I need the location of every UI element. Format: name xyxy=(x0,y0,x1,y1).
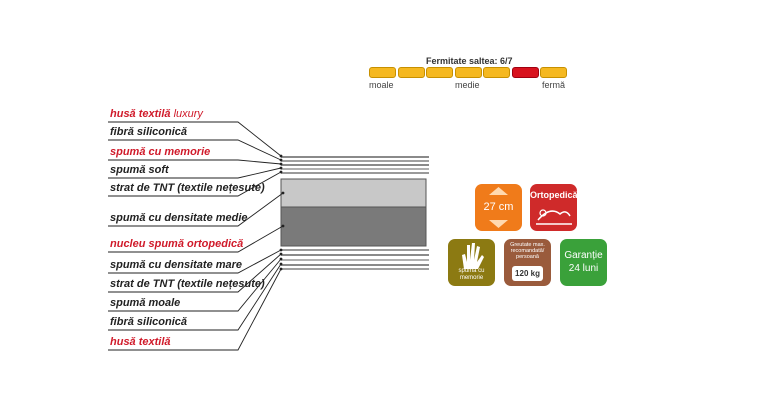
firmness-low-label: moale xyxy=(369,80,394,90)
leader-line xyxy=(108,139,282,161)
memory-foam-badge: spumă cu memorie xyxy=(448,239,495,286)
layer-label: spumă cu densitate medie xyxy=(110,212,248,225)
orthopedic-label: Ortopedică xyxy=(530,190,577,200)
layer-band-top-1 xyxy=(281,156,429,158)
layer-label: spumă moale xyxy=(110,297,180,310)
leader-line xyxy=(108,159,282,165)
layer-label-text: strat de TNT (textile nețesute) xyxy=(110,182,265,194)
layer-band-top-3 xyxy=(281,164,429,166)
layer-label-text: husă textilă xyxy=(110,108,171,120)
leader-dot xyxy=(279,267,283,271)
leader-dot xyxy=(281,224,285,228)
layer-band-top-2 xyxy=(281,160,429,162)
layer-label-text: spumă moale xyxy=(110,297,181,309)
layer-label-text: spumă cu densitate mare xyxy=(110,259,243,271)
layer-label: husă textilă luxury xyxy=(110,108,203,121)
layer-label-text: nucleu spumă ortopedică xyxy=(110,238,244,250)
warranty-badge: Garanție 24 luni xyxy=(560,239,607,286)
leader-dot xyxy=(279,248,283,252)
leader-dot xyxy=(279,257,283,261)
firmness-segment xyxy=(540,67,567,78)
layer-band-bottom-3 xyxy=(281,259,429,261)
weight-badge: Greutate max. recomandată/ persoană 120 … xyxy=(504,239,551,286)
leader-line xyxy=(108,263,282,331)
leader-line xyxy=(108,171,282,197)
warranty-line-2: 24 luni xyxy=(568,263,599,274)
leader-line xyxy=(108,121,282,157)
layer-label-text: spumă cu densitate medie xyxy=(110,212,248,224)
firmness-segment xyxy=(397,67,425,78)
leader-dot xyxy=(281,191,285,195)
layer-label-text: spumă soft xyxy=(110,164,169,176)
sleeping-person-icon xyxy=(536,209,572,225)
layer-label: nucleu spumă ortopedică xyxy=(110,238,243,251)
layer-band-bottom-2 xyxy=(281,254,429,256)
layer-band-bottom-5 xyxy=(281,268,429,270)
layer-label: spumă soft xyxy=(110,164,169,177)
leader-line xyxy=(108,192,284,227)
layer-band-bottom-4 xyxy=(281,264,429,266)
layer-label-text: fibră siliconică xyxy=(110,316,188,328)
layer-orthopedic-core xyxy=(280,206,427,247)
layer-band-top-5 xyxy=(281,172,429,174)
layer-label-text: husă textilă xyxy=(110,336,171,348)
firmness-mid-label: medie xyxy=(455,80,480,90)
leader-dot xyxy=(279,166,283,170)
leader-dot xyxy=(279,262,283,266)
layer-label: strat de TNT (textile nețesute) xyxy=(110,182,265,195)
leader-line xyxy=(108,253,282,293)
layer-band-bottom-1 xyxy=(281,249,429,251)
leader-line xyxy=(108,249,282,274)
layer-label-text: strat de TNT (textile nețesute) xyxy=(110,278,265,290)
weight-caption: Greutate max. recomandată/ persoană xyxy=(510,242,545,260)
layer-label: husă textilă xyxy=(110,336,171,349)
memory-foam-label: spumă cu memorie xyxy=(458,268,485,281)
leader-line xyxy=(108,258,282,312)
firmness-title: Fermitate saltea: 6/7 xyxy=(426,56,513,66)
layer-label: strat de TNT (textile nețesute) xyxy=(110,278,265,291)
layer-label: spumă cu densitate mare xyxy=(110,259,242,272)
leader-dot xyxy=(279,162,283,166)
firmness-segment xyxy=(369,67,396,78)
leader-dot xyxy=(279,170,283,174)
height-badge: 27 cm xyxy=(475,184,522,231)
firmness-segment xyxy=(511,67,539,78)
warranty-line-1: Garanție xyxy=(564,250,603,261)
layer-label: spumă cu memorie xyxy=(110,146,210,159)
leader-dot xyxy=(279,252,283,256)
orthopedic-badge: Ortopedică xyxy=(530,184,577,231)
layer-label-text: fibră siliconică xyxy=(110,126,188,138)
layer-label-text: spumă cu memorie xyxy=(110,146,211,158)
layer-label: fibră siliconică xyxy=(110,126,187,139)
height-value: 27 cm xyxy=(483,201,514,213)
leader-line xyxy=(108,225,284,253)
weight-plate: 120 kg xyxy=(512,266,543,281)
hand-print-icon xyxy=(462,243,484,269)
layer-medium-density xyxy=(280,178,427,208)
firmness-segment xyxy=(454,67,482,78)
weight-value: 120 kg xyxy=(515,269,540,278)
firmness-segment xyxy=(483,67,510,78)
layer-band-top-4 xyxy=(281,168,429,170)
layer-label-suffix: luxury xyxy=(173,108,203,120)
firmness-high-label: fermă xyxy=(542,80,566,90)
leader-line xyxy=(108,268,282,351)
leader-dot xyxy=(279,158,283,162)
leader-dot xyxy=(279,154,283,158)
height-arrows-icon xyxy=(489,187,508,228)
firmness-segment xyxy=(426,67,453,78)
layer-label: fibră siliconică xyxy=(110,316,187,329)
leader-line xyxy=(108,167,282,179)
